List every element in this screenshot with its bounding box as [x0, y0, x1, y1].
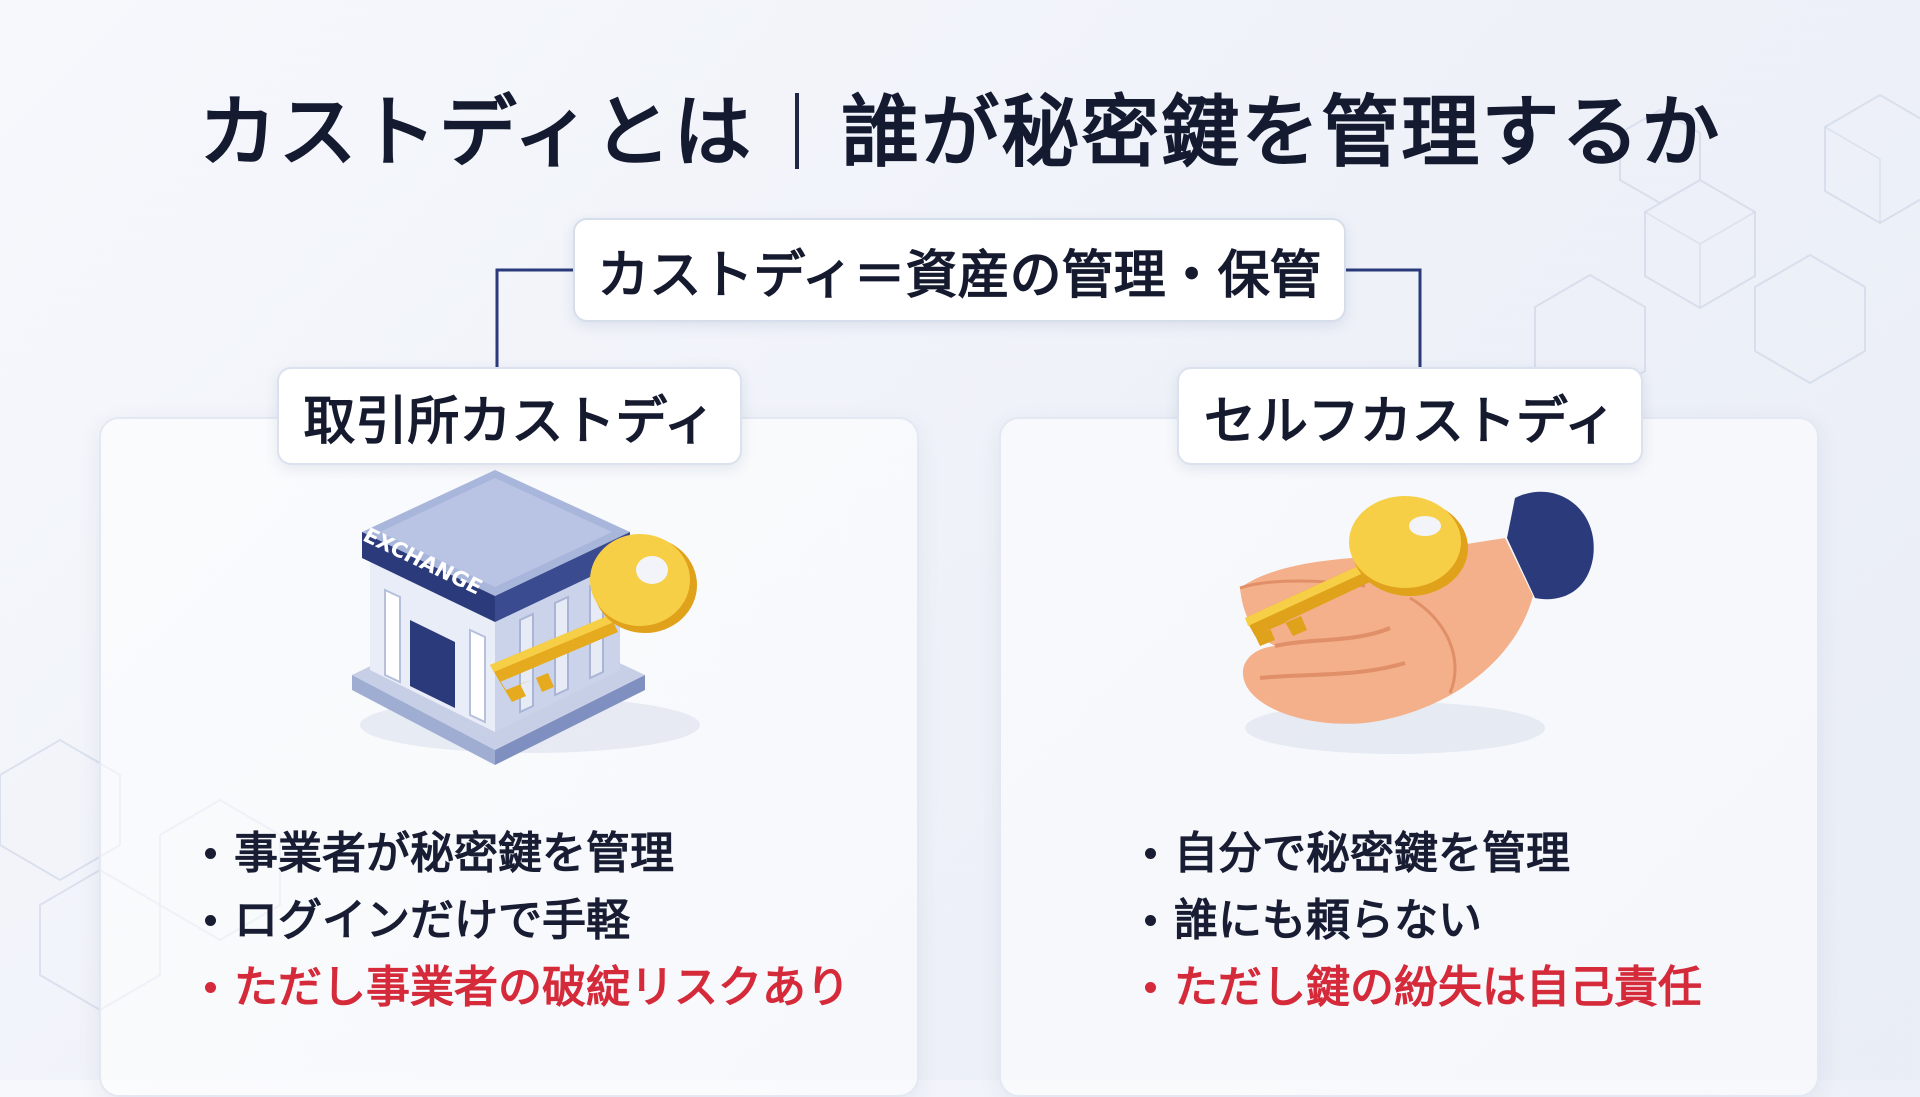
list-item: 誰にも頼らない	[1145, 887, 1702, 954]
page-title: カストディとは誰が秘密鍵を管理するか	[0, 70, 1920, 182]
bullet-dot	[1145, 982, 1156, 993]
title-left: カストディとは	[198, 88, 754, 178]
list-item: ログインだけで手軽	[205, 887, 850, 954]
gold-key-icon	[490, 534, 697, 702]
gold-key-icon	[1245, 496, 1468, 646]
bullet-dot	[205, 848, 216, 859]
list-item: 自分で秘密鍵を管理	[1145, 820, 1702, 887]
custody-definition-box: カストディ＝資産の管理・保管	[573, 218, 1346, 322]
title-separator	[795, 93, 800, 169]
hand-holding-key-icon	[1239, 491, 1594, 754]
list-item: 事業者が秘密鍵を管理	[205, 820, 850, 887]
bullet-dot	[1145, 848, 1156, 859]
title-right: 誰が秘密鍵を管理するか	[841, 88, 1722, 178]
self-custody-label: セルフカストディ	[1203, 391, 1617, 452]
bullet-dot	[205, 915, 216, 926]
exchange-custody-bullets: 事業者が秘密鍵を管理 ログインだけで手軽 ただし事業者の破綻リスクあり	[205, 820, 850, 1021]
self-custody-heading: セルフカストディ	[1177, 367, 1643, 465]
exchange-building-key-icon: EXCHANGE	[352, 470, 700, 765]
bullet-dot	[205, 982, 216, 993]
exchange-custody-heading: 取引所カストディ	[277, 367, 742, 465]
custody-definition-label: カストディ＝資産の管理・保管	[597, 245, 1322, 306]
list-item-warning: ただし事業者の破綻リスクあり	[205, 954, 850, 1021]
self-custody-bullets: 自分で秘密鍵を管理 誰にも頼らない ただし鍵の紛失は自己責任	[1145, 820, 1702, 1021]
bullet-dot	[1145, 915, 1156, 926]
list-item-warning: ただし鍵の紛失は自己責任	[1145, 954, 1702, 1021]
exchange-custody-label: 取引所カストディ	[303, 391, 716, 452]
